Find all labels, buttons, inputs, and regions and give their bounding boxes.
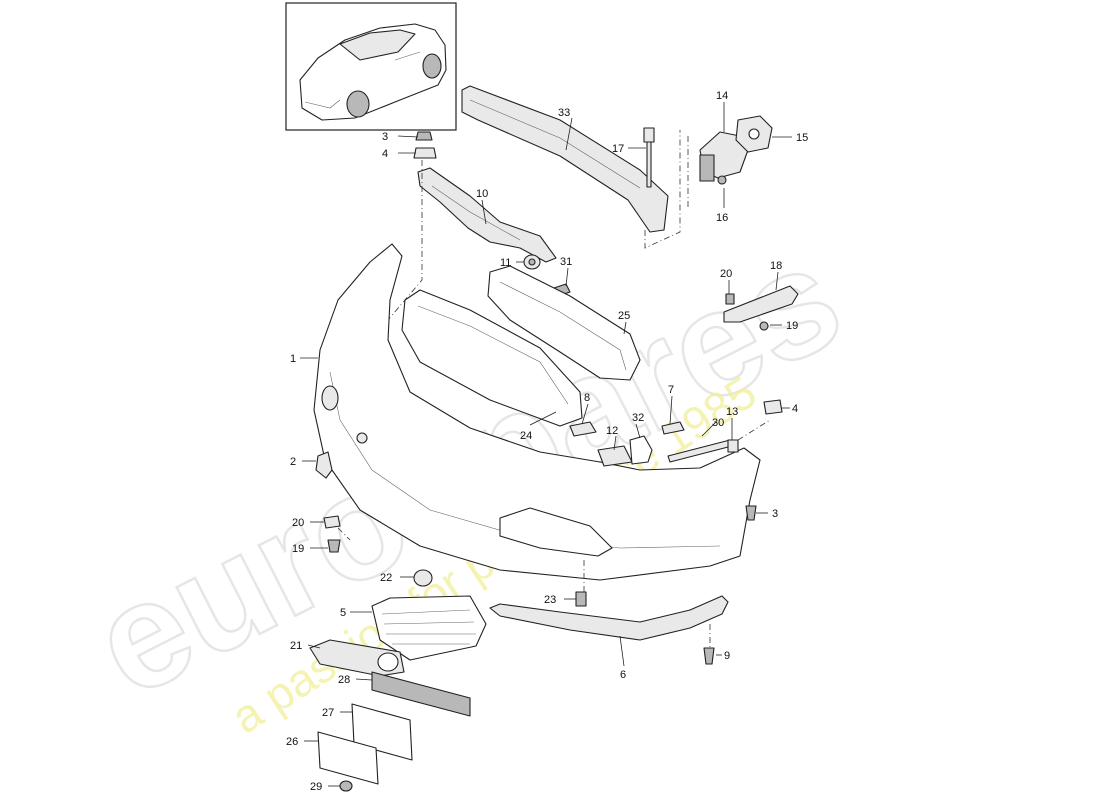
part-9-screw <box>703 647 715 665</box>
car-icon <box>299 23 447 121</box>
part-20-clip-right <box>725 293 735 305</box>
callouts: 33 3 4 10 17 14 15 16 11 31 18 20 19 25 … <box>286 90 808 793</box>
car-thumbnail <box>285 2 457 131</box>
part-32-cap <box>629 435 653 465</box>
callout-19-left: 19 <box>292 543 304 555</box>
part-19-screw-left <box>327 539 341 553</box>
part-2-cap <box>315 451 333 479</box>
part-5-lower-grille <box>371 595 487 661</box>
callout-12: 12 <box>606 425 618 437</box>
callout-14: 14 <box>716 90 728 102</box>
callout-28: 28 <box>338 674 350 686</box>
callout-22: 22 <box>380 572 392 584</box>
part-19-screw-right <box>759 321 769 331</box>
callout-31: 31 <box>560 256 572 268</box>
callout-33: 33 <box>558 107 570 119</box>
callout-29: 29 <box>310 781 322 793</box>
part-21-fog-grille <box>309 639 405 677</box>
part-7-clip <box>661 421 685 435</box>
callout-2: 2 <box>290 456 296 468</box>
callout-23: 23 <box>544 594 556 606</box>
callout-17: 17 <box>612 143 624 155</box>
callout-18: 18 <box>770 260 782 272</box>
part-4-clip-right <box>763 399 783 415</box>
part-17-bolt <box>643 127 655 188</box>
part-11-nut <box>523 254 541 270</box>
leader-lines <box>300 102 792 787</box>
callout-30: 30 <box>712 417 724 429</box>
part-23-clip <box>575 591 587 607</box>
callout-10: 10 <box>476 188 488 200</box>
callout-8: 8 <box>584 392 590 404</box>
part-20-clip-left <box>323 515 341 529</box>
callout-5: 5 <box>340 607 346 619</box>
part-4-clip-top <box>413 147 437 159</box>
part-26-plate-base <box>317 731 379 785</box>
callout-3-right: 3 <box>772 508 778 520</box>
part-15-plate <box>735 115 773 153</box>
callout-4-right: 4 <box>792 403 798 415</box>
callout-6: 6 <box>620 669 626 681</box>
callout-3-top: 3 <box>382 131 388 143</box>
part-14-tow-mount <box>699 131 749 182</box>
callout-24: 24 <box>520 430 532 442</box>
callout-16: 16 <box>716 212 728 224</box>
callout-27: 27 <box>322 707 334 719</box>
callout-13: 13 <box>726 406 738 418</box>
part-16-screw <box>717 175 727 185</box>
part-28-plate-seal <box>371 671 471 717</box>
part-18-side-bracket <box>723 285 799 323</box>
part-29-screw <box>339 780 353 792</box>
part-22-cap <box>413 569 433 587</box>
callout-20-left: 20 <box>292 517 304 529</box>
part-10-bracket <box>417 167 557 263</box>
callout-26: 26 <box>286 736 298 748</box>
part-3-screw-top <box>415 131 433 141</box>
part-8-clip <box>569 421 597 437</box>
callout-7: 7 <box>668 384 674 396</box>
callout-4-top: 4 <box>382 148 388 160</box>
callout-9: 9 <box>724 650 730 662</box>
callout-25: 25 <box>618 310 630 322</box>
callout-21: 21 <box>290 640 302 652</box>
part-13-clip <box>727 439 739 453</box>
callout-11: 11 <box>500 257 511 269</box>
callout-19-right: 19 <box>786 320 798 332</box>
part-33-crash-beam <box>461 85 681 249</box>
part-24-grille-surround <box>401 289 583 427</box>
part-6-spoiler-lip <box>489 595 729 641</box>
part-3-screw-right <box>745 505 757 521</box>
callout-32: 32 <box>632 412 644 424</box>
callout-15: 15 <box>796 132 808 144</box>
part-1-bumper-cover <box>313 243 761 581</box>
part-25-grille-frame <box>487 265 641 381</box>
callout-20-right: 20 <box>720 268 732 280</box>
callout-1: 1 <box>290 353 296 365</box>
